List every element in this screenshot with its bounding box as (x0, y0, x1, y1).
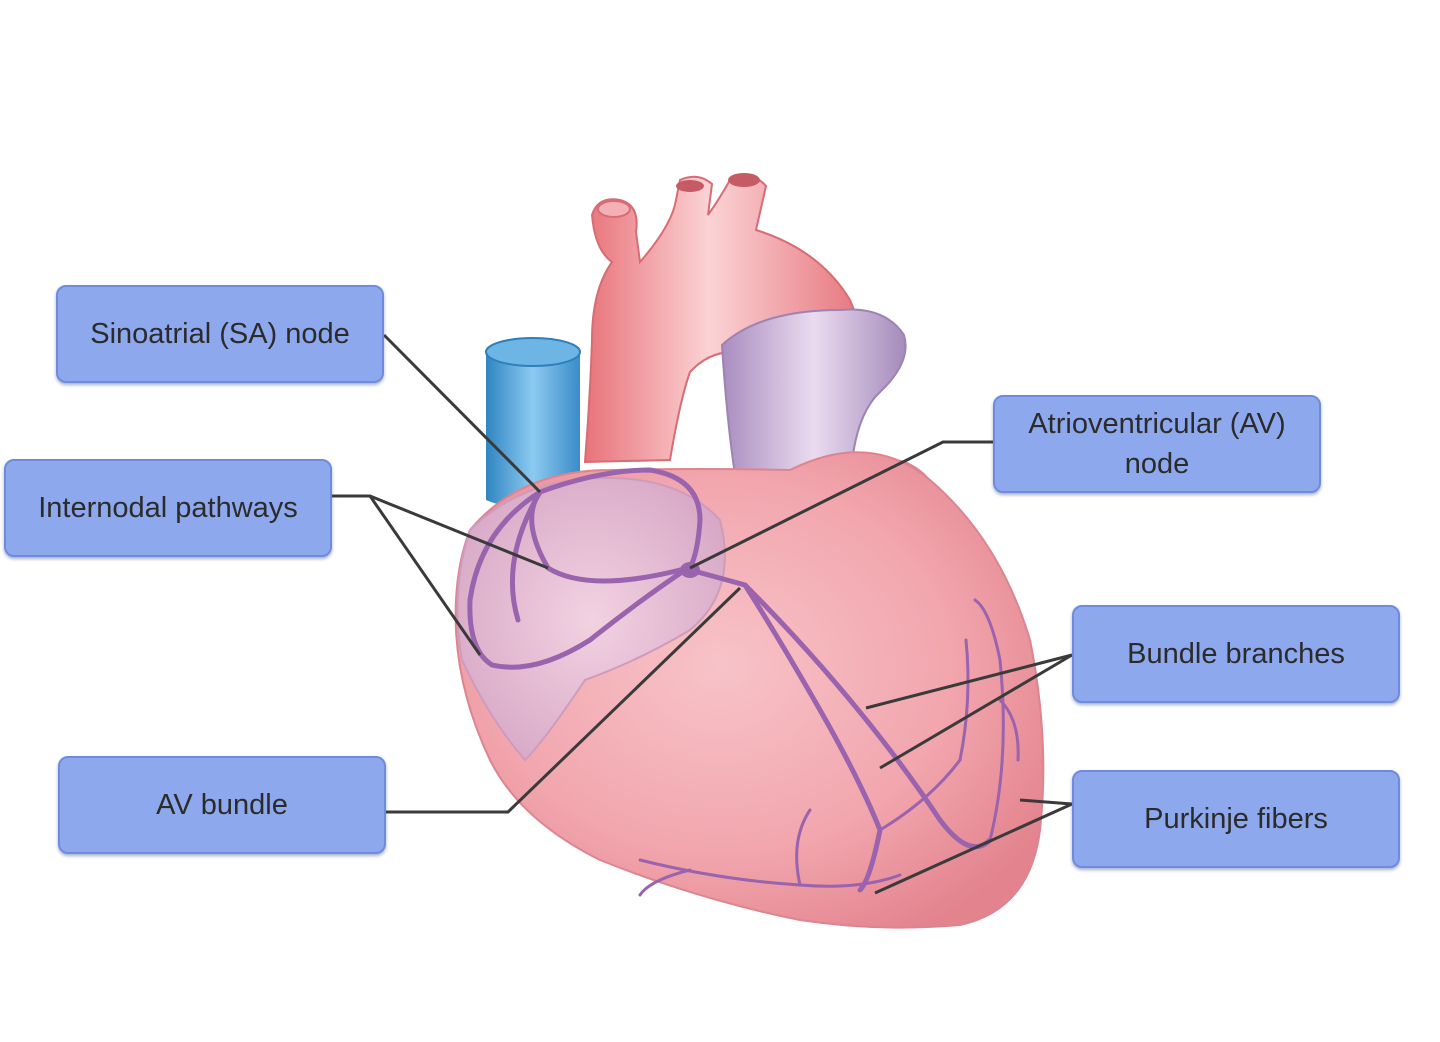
label-av-node[interactable]: Atrioventricular (AV) node (993, 395, 1321, 493)
label-bundle-branches[interactable]: Bundle branches (1072, 605, 1400, 703)
label-sa-node-text: Sinoatrial (SA) node (90, 318, 350, 350)
leader-sa-node (382, 333, 542, 494)
label-purkinje-fibers[interactable]: Purkinje fibers (1072, 770, 1400, 868)
label-internodal-pathways[interactable]: Internodal pathways (4, 459, 332, 557)
leader-purkinje-2 (874, 802, 1073, 895)
leader-av-node (689, 440, 993, 570)
superior-vena-cava (485, 337, 581, 510)
label-internodal-pathways-text: Internodal pathways (38, 492, 298, 524)
label-av-bundle[interactable]: AV bundle (58, 756, 386, 854)
label-av-node-text: Atrioventricular (AV) node (1028, 408, 1286, 480)
label-av-bundle-text: AV bundle (156, 789, 288, 821)
conduction-system (467, 467, 1020, 897)
label-bundle-branches-text: Bundle branches (1127, 638, 1345, 670)
leader-av-bundle (386, 586, 742, 814)
leader-bundle-branch-2 (879, 653, 1073, 770)
aorta (583, 173, 864, 464)
label-purkinje-fibers-text: Purkinje fibers (1144, 803, 1328, 835)
leader-lines (332, 333, 1073, 895)
leader-purkinje-1 (1019, 798, 1073, 806)
leader-internodal-2 (368, 495, 482, 656)
right-atrium (456, 476, 726, 762)
leader-bundle-branch-1 (865, 653, 1073, 710)
label-sa-node[interactable]: Sinoatrial (SA) node (56, 285, 384, 383)
